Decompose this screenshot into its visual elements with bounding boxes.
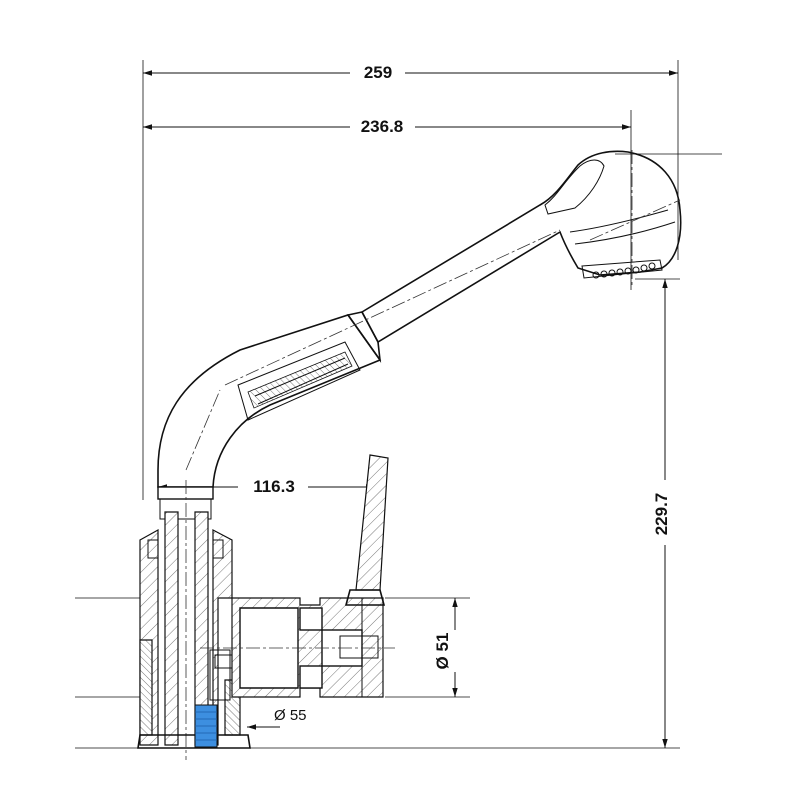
thread-diameter-label: Ø 55 — [274, 707, 307, 724]
dimension-base-diameter: Ø 51 — [75, 597, 470, 698]
dimension-spout-reach: 236.8 — [143, 110, 632, 290]
spout-reach-label: 236.8 — [361, 117, 404, 136]
spout-collar — [157, 480, 214, 760]
lever-handle — [344, 454, 389, 606]
spout-offset-label: 116.3 — [253, 477, 295, 496]
dimension-overall-width: 259 — [142, 60, 679, 500]
spray-nozzles — [592, 262, 656, 279]
spray-head — [360, 150, 682, 344]
spout-body — [157, 229, 561, 488]
height-label: 229.7 — [652, 493, 671, 536]
valve-cartridge — [200, 597, 395, 698]
dimension-height: 229.7 — [245, 153, 722, 749]
overall-width-label: 259 — [364, 63, 392, 82]
base-diameter-label: Ø 51 — [433, 633, 452, 670]
hose-spring-cutaway — [237, 341, 361, 421]
dimension-thread-diameter: Ø 55 — [75, 707, 307, 749]
